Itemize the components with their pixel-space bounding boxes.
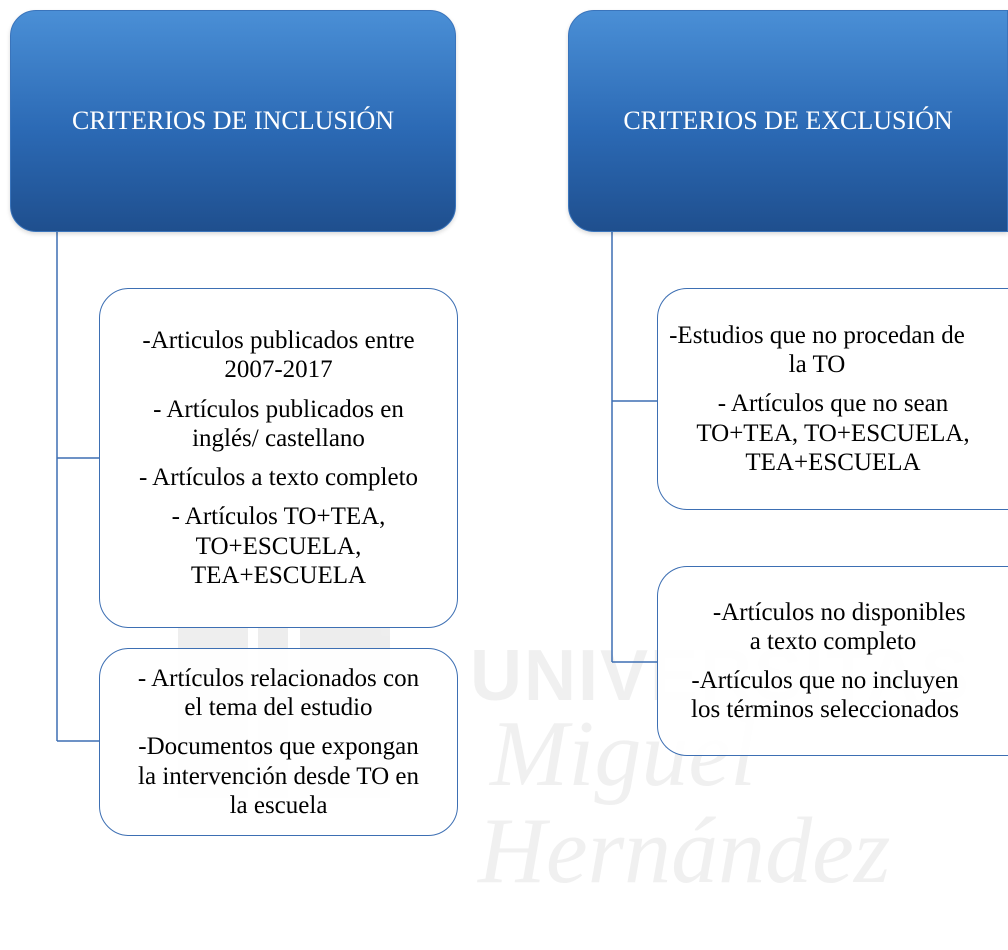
inclusion-criterion: - Artículos relacionados con el tema del…	[137, 664, 420, 722]
inclusion-header-title: CRITERIOS DE INCLUSIÓN	[71, 106, 395, 135]
inclusion-criteria-box-2: - Artículos relacionados con el tema del…	[99, 648, 458, 836]
inclusion-criterion: - Artículos TO+TEA, TO+ESCUELA, TEA+ESCU…	[171, 503, 386, 589]
exclusion-criterion: - Artículos que no sean TO+TEA, TO+ESCUE…	[696, 390, 970, 476]
exclusion-criteria-box-1: -Estudios que no procedan de la TO - Art…	[657, 288, 1008, 510]
inclusion-criterion: - Artículos publicados en inglés/ castel…	[153, 395, 404, 452]
inclusion-criterion: - Artículos a texto completo	[138, 464, 419, 491]
inclusion-header: CRITERIOS DE INCLUSIÓN	[10, 10, 456, 232]
inclusion-criterion: -Articulos publicados entre 2007-2017	[142, 327, 415, 384]
exclusion-criterion: -Artículos que no incluyen los términos …	[691, 667, 959, 724]
exclusion-criterion: -Artículos no disponibles a texto comple…	[712, 598, 966, 655]
inclusion-criterion: -Documentos que expongan la intervención…	[138, 733, 419, 819]
watermark-line-3: Hernández	[476, 799, 891, 903]
exclusion-header-title: CRITERIOS DE EXCLUSIÓN	[623, 106, 953, 135]
exclusion-criterion: -Estudios que no procedan de la TO	[669, 321, 965, 379]
exclusion-header: CRITERIOS DE EXCLUSIÓN	[568, 10, 1008, 232]
inclusion-criteria-box-1: -Articulos publicados entre 2007-2017 - …	[99, 288, 458, 628]
exclusion-criteria-box-2: -Artículos no disponibles a texto comple…	[657, 566, 1008, 756]
